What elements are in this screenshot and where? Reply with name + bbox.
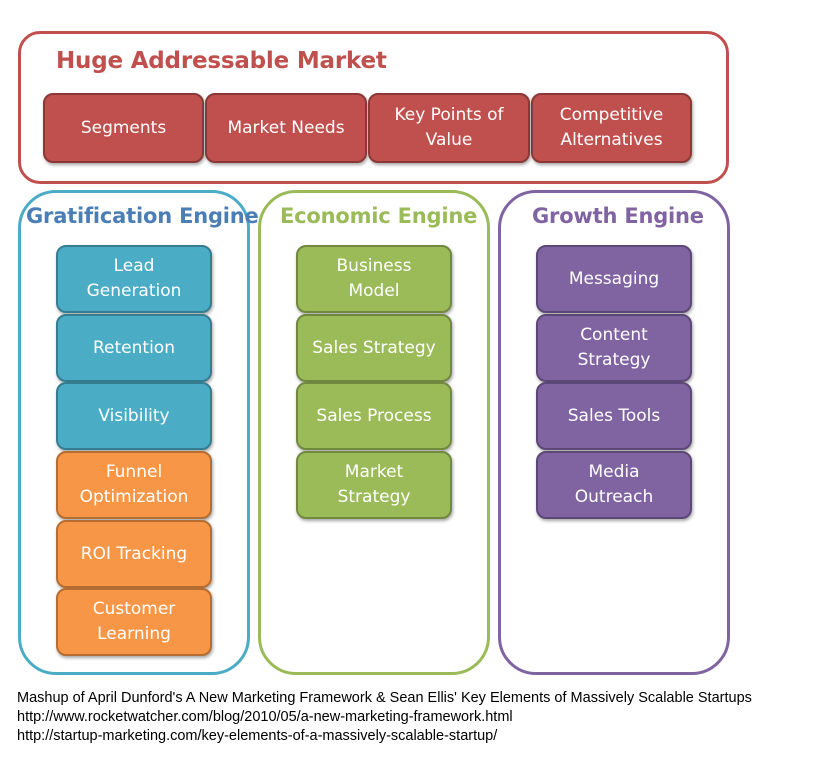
economic-item-sales-strategy: Sales Strategy bbox=[296, 314, 452, 382]
caption-link-startup-marketing[interactable]: http://startup-marketing.com/key-element… bbox=[17, 728, 498, 744]
caption-attribution: Mashup of April Dunford's A New Marketin… bbox=[17, 690, 752, 706]
growth-engine-title: Growth Engine bbox=[532, 204, 704, 228]
growth-item-sales-tools: Sales Tools bbox=[536, 382, 692, 450]
economic-item-market-strategy: Market Strategy bbox=[296, 451, 452, 519]
gratification-item-retention: Retention bbox=[56, 314, 212, 382]
market-item-market-needs: Market Needs bbox=[205, 93, 367, 163]
growth-item-messaging: Messaging bbox=[536, 245, 692, 313]
gratification-item-visibility: Visibility bbox=[56, 382, 212, 450]
gratification-item-roi-tracking: ROI Tracking bbox=[56, 520, 212, 588]
gratification-item-funnel-optimization: Funnel Optimization bbox=[56, 451, 212, 519]
gratification-item-lead-generation: Lead Generation bbox=[56, 245, 212, 313]
gratification-item-customer-learning: Customer Learning bbox=[56, 588, 212, 656]
gratification-engine-title: Gratification Engine bbox=[26, 204, 259, 228]
market-title: Huge Addressable Market bbox=[56, 48, 387, 74]
economic-item-sales-process: Sales Process bbox=[296, 382, 452, 450]
market-item-competitive-alternatives: Competitive Alternatives bbox=[531, 93, 692, 163]
growth-item-content-strategy: Content Strategy bbox=[536, 314, 692, 382]
caption-link-rocketwatcher[interactable]: http://www.rocketwatcher.com/blog/2010/0… bbox=[17, 709, 513, 725]
growth-item-media-outreach: Media Outreach bbox=[536, 451, 692, 519]
economic-engine-title: Economic Engine bbox=[280, 204, 478, 228]
economic-item-business-model: Business Model bbox=[296, 245, 452, 313]
market-item-segments: Segments bbox=[43, 93, 204, 163]
market-item-key-points-of-value: Key Points of Value bbox=[368, 93, 530, 163]
